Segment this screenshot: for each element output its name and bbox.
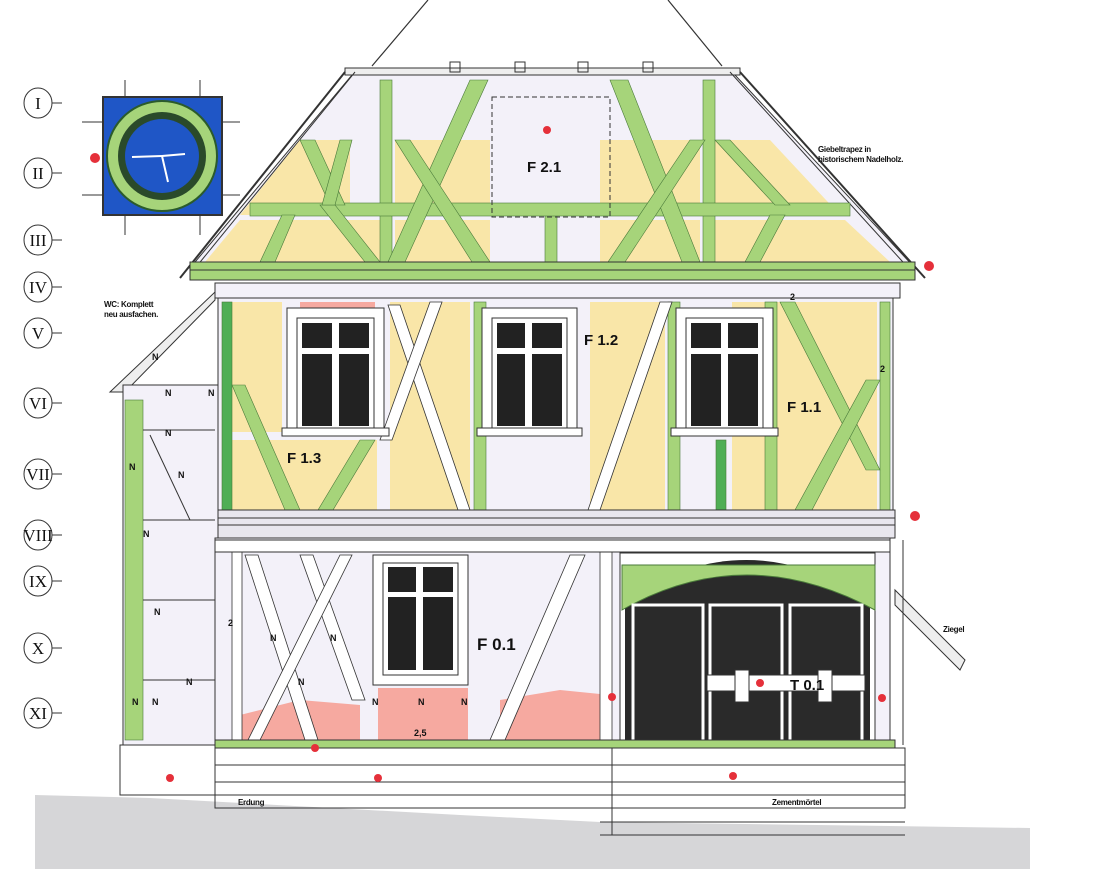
svg-text:N: N <box>152 352 159 362</box>
level-marker: IX <box>23 565 62 597</box>
level-label: VI <box>29 394 47 413</box>
svg-text:N: N <box>372 697 379 707</box>
level-marker: X <box>23 632 62 664</box>
field-label-f12: F 1.2 <box>584 332 618 349</box>
level-marker: II <box>23 157 62 189</box>
level-marker: III <box>23 224 62 256</box>
steps <box>119 744 906 836</box>
level-label: V <box>32 324 45 343</box>
clock-detail <box>82 80 240 235</box>
wc-note-line1: WC: Komplett <box>104 300 154 309</box>
svg-text:N: N <box>270 633 277 643</box>
svg-text:N: N <box>154 607 161 617</box>
ground-window <box>372 554 469 686</box>
zementmoertel-note: Zementmörtel <box>772 798 821 807</box>
gable-note-line1: Giebeltrapez in <box>818 145 871 154</box>
level-label: II <box>32 164 44 183</box>
dimension-label: 2 <box>880 364 885 374</box>
upper-floor <box>214 282 901 539</box>
svg-text:N: N <box>129 462 136 472</box>
level-marker: VIII <box>23 519 62 551</box>
wc-note-line2: neu ausfachen. <box>104 310 158 319</box>
annex <box>108 290 219 746</box>
svg-text:N: N <box>418 697 425 707</box>
level-label: VIII <box>23 526 53 545</box>
upper-windows <box>281 307 779 437</box>
level-label: X <box>32 639 44 658</box>
field-label-f13: F 1.3 <box>287 450 321 467</box>
field-label-f01: F 0.1 <box>477 635 516 654</box>
level-marker: VI <box>23 387 62 419</box>
svg-text:N: N <box>330 633 337 643</box>
svg-text:N: N <box>178 470 185 480</box>
field-label-f11: F 1.1 <box>787 399 821 416</box>
level-marker: I <box>23 87 62 119</box>
ground-terrain <box>35 795 1030 869</box>
ziegel-note: Ziegel <box>943 625 964 634</box>
svg-text:N: N <box>132 697 139 707</box>
svg-text:N: N <box>186 677 193 687</box>
level-label: VII <box>26 465 50 484</box>
barn-door <box>619 552 876 746</box>
level-marker: VII <box>23 458 62 490</box>
field-label-f21: F 2.1 <box>527 159 561 176</box>
level-marker: V <box>23 317 62 349</box>
level-label: IX <box>29 572 47 591</box>
level-label: I <box>35 94 41 113</box>
level-label: IV <box>29 278 48 297</box>
dimension-label: 2 <box>790 292 795 302</box>
level-marker: XI <box>23 697 62 729</box>
svg-text:N: N <box>165 388 172 398</box>
level-label: XI <box>29 704 47 723</box>
spire <box>371 0 723 67</box>
svg-text:N: N <box>143 529 150 539</box>
gable <box>179 61 926 281</box>
svg-text:N: N <box>461 697 468 707</box>
n-markers: N N N N N N N N N N N N N N N N N <box>129 352 468 707</box>
level-label: III <box>30 231 47 250</box>
measure-label: 2,5 <box>414 728 427 738</box>
level-markers: I II III IV V VI VII VIII IX X XI <box>23 87 62 729</box>
level-marker: IV <box>23 271 62 303</box>
gable-note-line2: historischem Nadelholz. <box>818 155 903 164</box>
svg-text:N: N <box>208 388 215 398</box>
svg-text:N: N <box>165 428 172 438</box>
ground-floor <box>214 537 966 749</box>
svg-text:N: N <box>152 697 159 707</box>
svg-text:N: N <box>298 677 305 687</box>
damage-markers <box>90 126 934 782</box>
erdung-note: Erdung <box>238 798 265 807</box>
dimension-label: 2 <box>228 618 233 628</box>
door-label-t01: T 0.1 <box>790 677 824 694</box>
